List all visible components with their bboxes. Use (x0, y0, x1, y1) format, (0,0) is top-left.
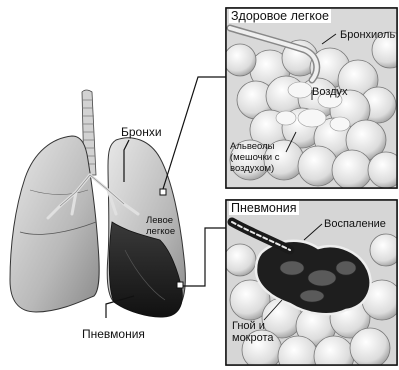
left-lung-label-line1: Левое (146, 215, 175, 226)
healthy-marker (160, 189, 166, 195)
pus-label-line1: Гной и (232, 320, 274, 332)
pneumonia-lung-label: Пневмония (82, 328, 145, 340)
alveoli-label-line3: воздухом) (230, 163, 279, 174)
right-lung (10, 136, 99, 312)
left-lung-label-line2: легкое (146, 226, 175, 237)
alveoli-label-line2: (мешочки с (230, 152, 279, 163)
alveoli-label-line1: Альвеолы (230, 141, 279, 152)
pus-label-line2: мокрота (232, 332, 274, 344)
pus-label: Гной и мокрота (232, 320, 274, 344)
bronchiole-label: Бронхиоль (340, 29, 395, 41)
pneumonia-panel-title: Пневмония (229, 201, 299, 215)
pneumonia-marker (177, 282, 183, 288)
air-label: Воздух (312, 86, 348, 98)
inflammation-label: Воспаление (324, 218, 386, 230)
healthy-lung-title: Здоровое легкое (229, 9, 331, 23)
bronchi-label: Бронхи (121, 126, 162, 138)
alveoli-label: Альвеолы (мешочки с воздухом) (230, 141, 279, 174)
left-lung-label: Левое легкое (146, 215, 175, 237)
